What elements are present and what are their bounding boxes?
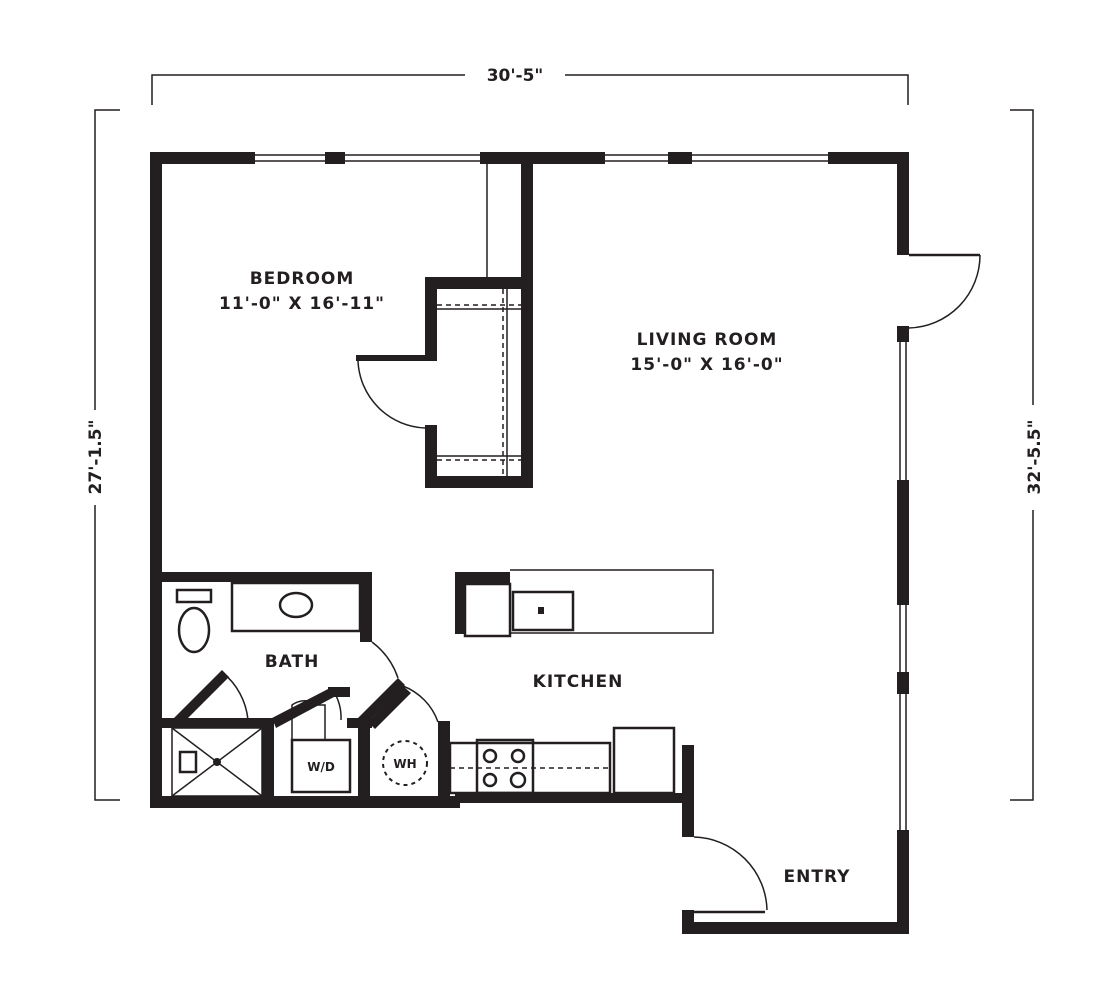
bedroom-label: BEDROOM	[250, 269, 355, 289]
bedroom-size: 11'-0" X 16'-11"	[219, 294, 385, 314]
dishwasher	[463, 582, 512, 638]
toilet-tank	[175, 588, 213, 604]
kitchen-label: KITCHEN	[533, 672, 624, 692]
refrigerator	[612, 726, 676, 795]
bath-walls: W/D WH	[150, 572, 450, 798]
shower	[171, 727, 263, 797]
washer-dryer-label: W/D	[307, 760, 335, 774]
kitchen-island	[455, 569, 714, 638]
toilet-icon	[177, 606, 211, 654]
washer-dryer	[290, 738, 352, 794]
range-stove	[475, 738, 535, 795]
living-room-label: LIVING ROOM	[637, 330, 778, 350]
water-heater	[382, 740, 428, 786]
bath-label: BATH	[265, 652, 320, 672]
water-heater-label: WH	[393, 757, 416, 771]
sink-icon	[278, 591, 314, 619]
dimension-right: 32'-5.5"	[1010, 109, 1045, 801]
vanity	[230, 581, 362, 633]
right-height-dimension-label: 32'-5.5"	[1025, 420, 1045, 495]
dimension-top: 30'-5"	[151, 66, 909, 105]
living-room-size: 15'-0" X 16'-0"	[630, 355, 783, 375]
bedroom-walls	[356, 152, 533, 488]
exterior-walls	[150, 152, 909, 934]
kitchen-counter	[448, 726, 676, 795]
width-dimension-label: 30'-5"	[487, 66, 544, 86]
entry-door	[693, 836, 768, 914]
kitchen-sink	[511, 590, 575, 632]
left-height-dimension-label: 27'-1.5"	[86, 420, 106, 495]
dimension-left: 27'-1.5"	[86, 109, 120, 801]
windows	[255, 154, 907, 830]
balcony-door	[908, 253, 981, 329]
entry-label: ENTRY	[784, 867, 851, 887]
